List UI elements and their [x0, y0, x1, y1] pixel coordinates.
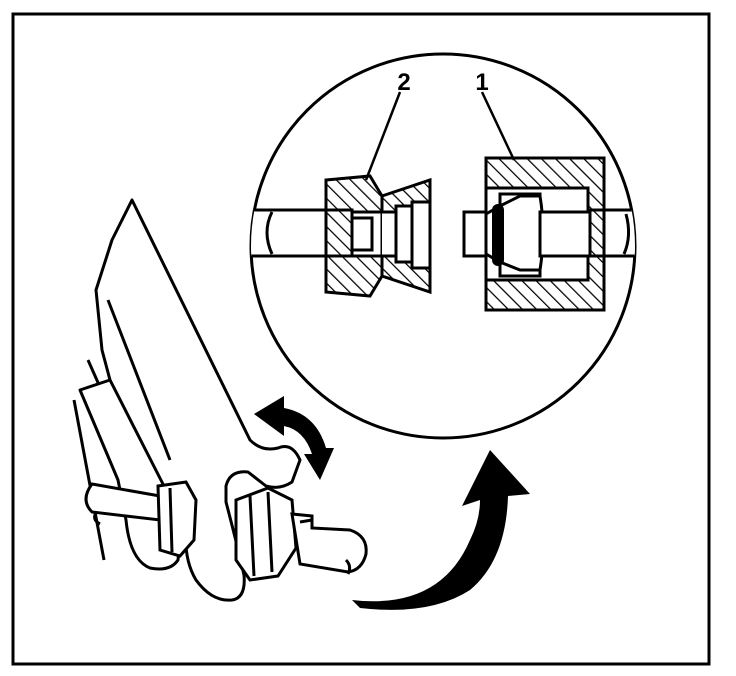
callout-leaders: [364, 91, 516, 181]
hex-nut-right: [234, 486, 298, 582]
pipe-left: [84, 482, 162, 526]
callout-1-label: 1: [475, 69, 488, 96]
magnified-detail: [249, 52, 637, 440]
hex-nut-left: [156, 480, 198, 558]
male-fitting-nut: [324, 174, 432, 298]
o-ring: [492, 204, 504, 266]
rotation-arrow-icon: [254, 396, 334, 480]
pipe-right: [290, 512, 368, 575]
curved-arrow-icon: [352, 450, 530, 610]
callout-2-label: 2: [397, 69, 410, 96]
